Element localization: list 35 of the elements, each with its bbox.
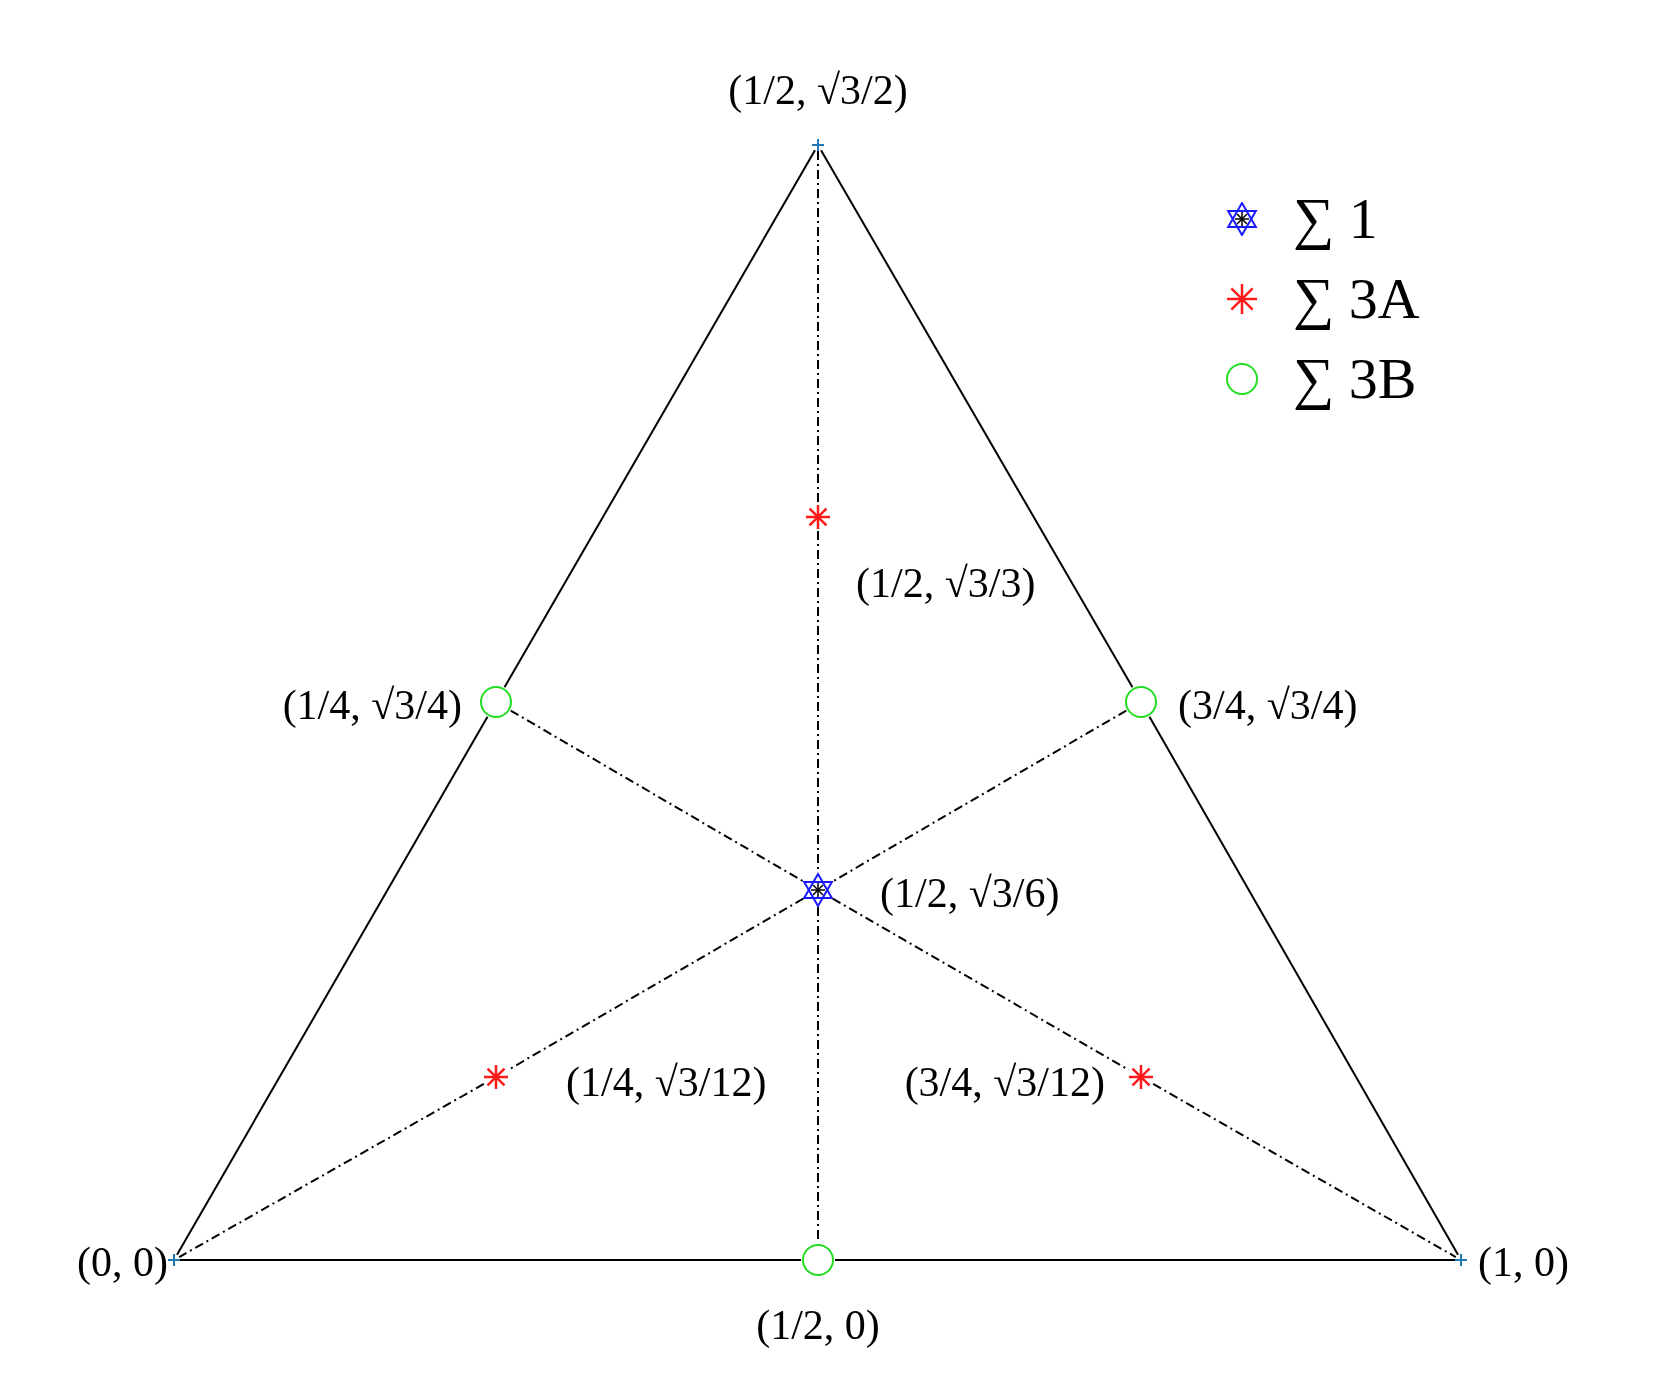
- circle-marker: [1124, 685, 1158, 719]
- coordinate-label: (3/4, √3/12): [904, 1061, 1105, 1103]
- cross-marker: [1455, 1254, 1467, 1266]
- dash-dot-line: [831, 897, 1130, 1071]
- coordinate-label: (1/4, √3/12): [566, 1061, 767, 1103]
- line: [176, 715, 489, 1256]
- circle-marker: [479, 685, 513, 719]
- cross-marker: [812, 139, 824, 151]
- dash-dot-line: [817, 150, 819, 504]
- legend-text: ∑ 1: [1293, 190, 1378, 248]
- asterisk-marker: [482, 1063, 510, 1091]
- coordinate-label: (1/2, √3/6): [880, 872, 1060, 914]
- dash-dot-line: [1152, 1082, 1457, 1258]
- asterisk-marker: [1127, 1063, 1155, 1091]
- coordinate-label: (1/2, √3/2): [728, 69, 908, 111]
- legend-text: ∑ 3B: [1293, 350, 1417, 408]
- line: [1148, 715, 1459, 1256]
- dash-dot-line: [178, 1082, 485, 1259]
- dash-dot-line: [831, 709, 1128, 883]
- coordinate-label: (1, 0): [1478, 1241, 1569, 1283]
- line: [834, 1259, 1456, 1261]
- legend-text: ∑ 3A: [1293, 270, 1420, 328]
- asterisk-marker: [804, 503, 832, 531]
- line: [820, 149, 1134, 689]
- coordinate-label: (1/2, √3/3): [856, 562, 1036, 604]
- line: [503, 149, 816, 689]
- dash-dot-line: [509, 709, 805, 883]
- cross-marker: [168, 1254, 180, 1266]
- coordinate-label: (0, 0): [77, 1241, 168, 1283]
- circle-marker: [801, 1243, 835, 1277]
- coordinate-label: (1/4, √3/4): [282, 684, 462, 726]
- line: [179, 1259, 802, 1261]
- hexagram-marker: [801, 873, 835, 907]
- coordinate-label: (3/4, √3/4): [1178, 684, 1358, 726]
- coordinate-label: (1/2, 0): [756, 1304, 880, 1346]
